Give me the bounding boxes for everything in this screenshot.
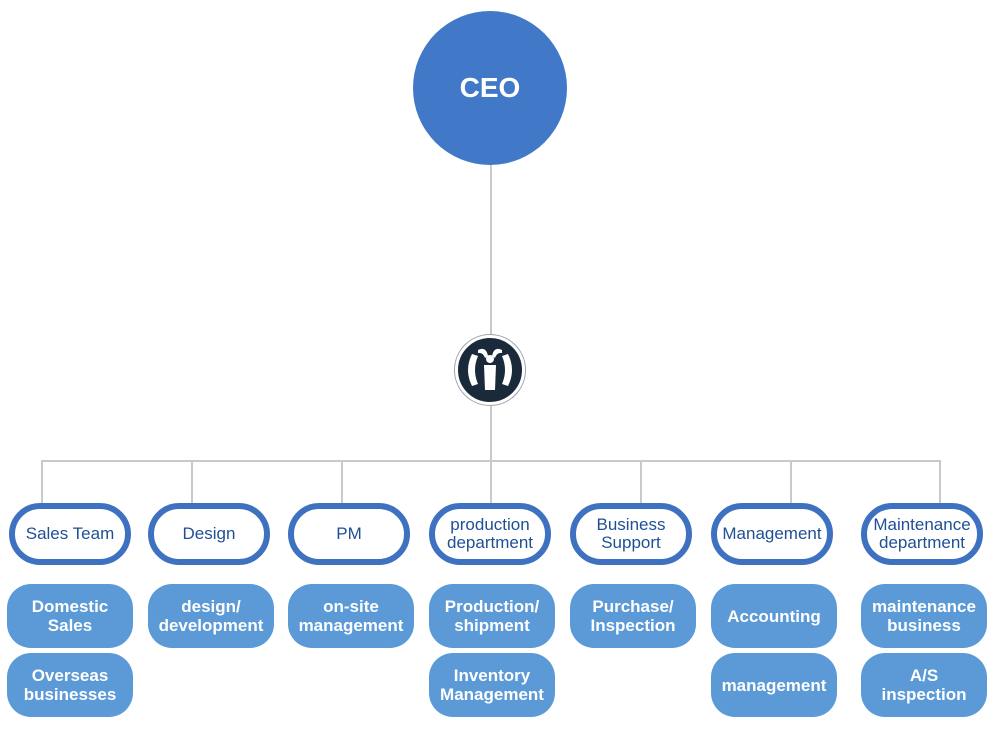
dept-production: production department — [429, 503, 551, 565]
unit-production-shipment: Production/ shipment — [429, 584, 555, 648]
unit-purchase-inspection: Purchase/ Inspection — [570, 584, 696, 648]
unit-overseas-businesses: Overseas businesses — [7, 653, 133, 717]
dept-management: Management — [711, 503, 833, 565]
drop-line-business-support — [640, 460, 642, 504]
unit-on-site-management: on-site management — [288, 584, 414, 648]
unit-as-inspection: A/S inspection — [861, 653, 987, 717]
ceo-label: CEO — [459, 72, 521, 103]
drop-line-production — [490, 460, 492, 504]
ceo-to-emblem-connector — [490, 165, 492, 337]
unit-management: management — [711, 653, 837, 717]
unit-design-development: design/ development — [148, 584, 274, 648]
ceo-node: CEO — [413, 11, 567, 165]
drop-line-pm — [341, 460, 343, 504]
dept-business-support: Business Support — [570, 503, 692, 565]
emblem-to-bus-connector — [490, 404, 492, 461]
unit-accounting: Accounting — [711, 584, 837, 648]
unit-domestic-sales: Domestic Sales — [7, 584, 133, 648]
unit-inventory-management: Inventory Management — [429, 653, 555, 717]
dept-sales-team: Sales Team — [9, 503, 131, 565]
drop-line-management — [790, 460, 792, 504]
drop-line-design — [191, 460, 193, 504]
drop-line-sales — [41, 460, 43, 504]
company-emblem-icon — [455, 335, 525, 405]
dept-design: Design — [148, 503, 270, 565]
unit-maintenance-business: maintenance business — [861, 584, 987, 648]
dept-maintenance: Maintenance department — [861, 503, 983, 565]
drop-line-maintenance — [939, 460, 941, 504]
dept-pm: PM — [288, 503, 410, 565]
